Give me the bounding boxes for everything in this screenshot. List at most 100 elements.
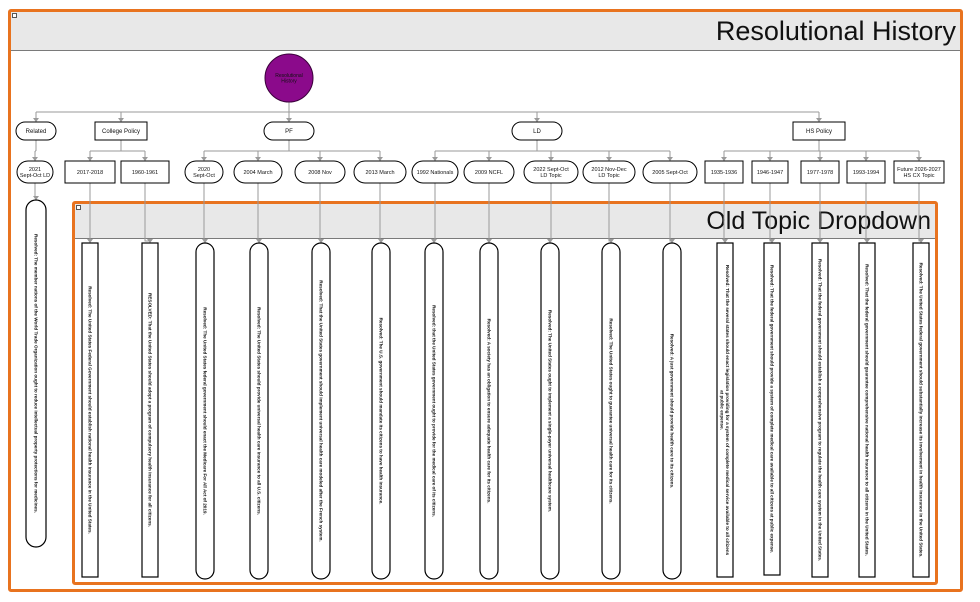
topic-arrow	[916, 157, 922, 161]
topic-node[interactable]	[582, 160, 636, 184]
resolution-node[interactable]	[311, 242, 331, 580]
resolution-text: Resolved: The United States federal gove…	[918, 263, 923, 558]
topic-node[interactable]	[463, 160, 515, 184]
resolution-text: RESOLVED: That the United States should …	[147, 293, 152, 527]
category-node[interactable]	[94, 121, 148, 141]
connector-layer	[32, 102, 924, 243]
outer-frame: Resolutional History	[8, 9, 963, 592]
category-node[interactable]	[15, 121, 57, 141]
resolution-node[interactable]	[912, 242, 930, 578]
resolution-arrow	[147, 239, 153, 243]
topic-arrow	[87, 157, 93, 161]
category-arrow	[534, 118, 540, 122]
topic-node[interactable]	[800, 160, 840, 184]
topic-label: 2005 Sept-Oct	[652, 170, 688, 176]
topic-node[interactable]	[120, 160, 170, 184]
topic-node[interactable]	[353, 160, 407, 184]
resolution-text: Resolved: That the United States governm…	[318, 280, 323, 541]
resolution-connector	[144, 183, 151, 243]
category-label: College Policy	[102, 129, 140, 135]
resolution-node[interactable]	[479, 242, 499, 580]
resolution-connector	[769, 183, 773, 243]
category-arrow	[118, 118, 124, 122]
resolution-text: Resolved: The member nations of the Worl…	[33, 234, 38, 513]
topic-node[interactable]	[523, 160, 579, 184]
resolution-node[interactable]	[249, 242, 269, 580]
topic-arrow	[606, 157, 612, 161]
resolution-text: Resolved: The United States ought to imp…	[547, 310, 552, 512]
resolution-text: Resolved: The United States Federal Gove…	[87, 286, 92, 534]
resolution-arrow	[202, 239, 208, 243]
resolution-node[interactable]	[858, 242, 876, 578]
topic-arrow	[863, 157, 869, 161]
category-arrow	[286, 118, 292, 122]
topic-node[interactable]	[893, 160, 945, 184]
topic-label: 1935-1936	[711, 170, 737, 176]
resolution-arrow	[431, 239, 437, 243]
resolution-node[interactable]	[371, 242, 391, 580]
resolution-node[interactable]	[424, 242, 444, 580]
resolution-node[interactable]	[601, 242, 621, 580]
topic-node[interactable]	[751, 160, 789, 184]
category-node[interactable]	[792, 121, 846, 141]
resolution-arrow	[669, 239, 675, 243]
topic-node[interactable]	[704, 160, 744, 184]
resolution-connector	[865, 183, 868, 243]
topic-node[interactable]	[16, 160, 54, 184]
resolution-arrow	[318, 239, 324, 243]
resolution-node[interactable]	[716, 242, 734, 578]
root-node[interactable]	[264, 53, 314, 103]
resolution-connector	[549, 183, 552, 243]
topic-node[interactable]	[64, 160, 116, 184]
resolution-connector	[379, 183, 382, 243]
resolution-node[interactable]	[763, 242, 781, 576]
resolution-connector	[433, 183, 436, 243]
resolution-node[interactable]	[25, 199, 47, 548]
resolution-node[interactable]	[141, 242, 159, 578]
category-node[interactable]	[511, 121, 563, 141]
topic-arrow	[667, 157, 673, 161]
outer-frame-header: Resolutional History	[11, 12, 960, 51]
dropdown-frame: Old Topic Dropdown	[72, 201, 938, 585]
topic-arrow	[317, 157, 323, 161]
resolution-text: Resolved: The United States ought to gua…	[608, 318, 613, 503]
resolution-node[interactable]	[81, 242, 99, 578]
topic-node[interactable]	[846, 160, 886, 184]
topic-arrow	[142, 157, 148, 161]
dropdown-title: Old Topic Dropdown	[706, 207, 931, 235]
topic-node[interactable]	[411, 160, 459, 184]
topic-node[interactable]	[294, 160, 346, 184]
topic-node[interactable]	[642, 160, 698, 184]
resolution-connector	[723, 183, 726, 243]
topic-label: 2008 Nov	[308, 170, 332, 176]
topic-arrow	[486, 157, 492, 161]
resolution-node[interactable]	[195, 242, 215, 580]
topic-label: 2013 March	[365, 170, 394, 176]
dropdown-frame-header: Old Topic Dropdown	[75, 204, 935, 239]
topic-arrow	[201, 157, 207, 161]
category-node[interactable]	[263, 121, 315, 141]
resolution-connector	[203, 183, 206, 243]
resolution-text: Resolved: The United States should provi…	[256, 307, 261, 515]
topic-arrow	[721, 157, 727, 161]
topic-node[interactable]	[233, 160, 283, 184]
category-arrow	[33, 118, 39, 122]
dropdown-collapse-toggle-icon[interactable]	[76, 205, 81, 210]
resolution-text: Resolved: A society has an obligation to…	[486, 319, 491, 504]
resolution-node[interactable]	[540, 242, 560, 580]
collapse-toggle-icon[interactable]	[12, 13, 17, 18]
topic-node[interactable]	[184, 160, 224, 184]
resolution-connector	[918, 183, 922, 243]
resolution-node[interactable]	[662, 242, 682, 580]
resolution-node[interactable]	[811, 242, 829, 578]
resolution-arrow	[817, 239, 823, 243]
resolution-arrow	[33, 196, 39, 200]
topic-label: 2017-2018	[77, 170, 103, 176]
page-title: Resolutional History	[715, 16, 956, 46]
resolution-text: Resolved: The United States federal gove…	[202, 307, 207, 514]
resolution-arrow	[87, 239, 93, 243]
